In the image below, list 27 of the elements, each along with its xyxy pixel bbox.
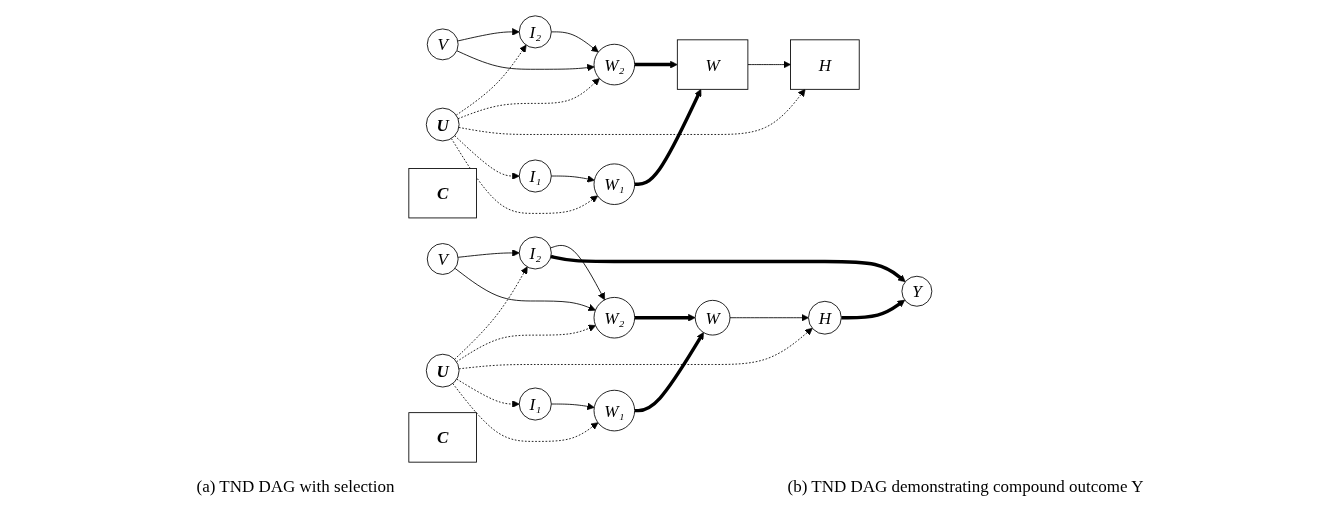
figure-caption: (a) TND DAG with selection bbox=[196, 477, 395, 498]
arrow bbox=[634, 331, 704, 412]
arrow bbox=[840, 299, 905, 319]
node-circle: I₁ bbox=[518, 159, 552, 192]
node-circle: Y bbox=[901, 275, 932, 307]
node-circle: W₂ bbox=[593, 43, 635, 85]
node-circle: I₁ bbox=[518, 387, 552, 420]
figure-caption: (b) TND DAG demonstrating compound outcome Y bbox=[787, 477, 1144, 498]
node-box: W bbox=[676, 38, 748, 90]
node-circle: I₂ bbox=[518, 14, 552, 48]
node-circle: W₁ bbox=[593, 389, 635, 431]
arrow bbox=[634, 60, 678, 68]
arrow bbox=[550, 254, 906, 282]
node-circle: W₂ bbox=[593, 296, 635, 338]
node-box: H bbox=[789, 38, 860, 90]
node-circle: W₁ bbox=[593, 162, 635, 205]
node-circle: W bbox=[694, 299, 731, 335]
node-circle: U bbox=[425, 353, 460, 387]
node-circle: H bbox=[807, 300, 842, 335]
node-circle: I₂ bbox=[518, 235, 552, 269]
node-circle: V bbox=[426, 242, 459, 275]
node-box: C bbox=[408, 411, 477, 463]
arrow bbox=[634, 88, 702, 186]
arrow bbox=[634, 313, 696, 321]
node-box: C bbox=[408, 167, 477, 218]
node-circle: U bbox=[425, 107, 460, 141]
node-circle: V bbox=[426, 28, 459, 60]
